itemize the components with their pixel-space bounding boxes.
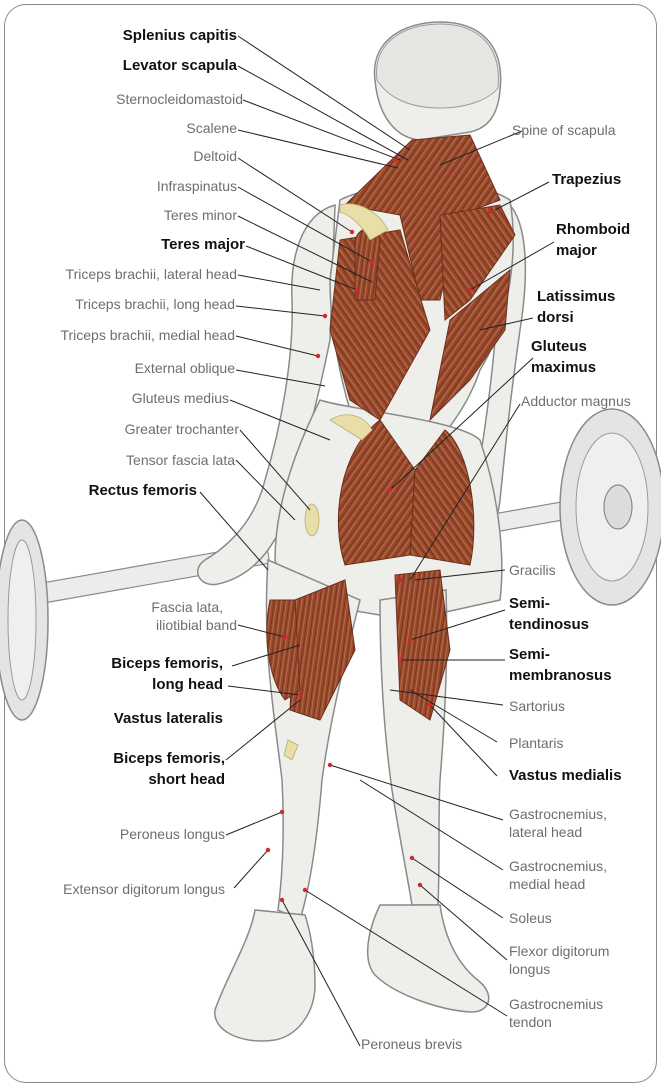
label-greater-trochanter: Greater trochanter: [125, 421, 239, 438]
label-triceps-medial: Triceps brachii, medial head: [60, 327, 235, 344]
label-semitendinosus-1: Semi-: [509, 594, 550, 613]
label-peroneus-brevis: Peroneus brevis: [361, 1036, 462, 1053]
label-biceps-long-2: long head: [152, 675, 223, 694]
label-semitendinosus-2: tendinosus: [509, 615, 589, 634]
trochanter-tendon: [305, 504, 319, 536]
label-external-oblique: External oblique: [135, 360, 235, 377]
label-gluteus-max-1: Gluteus: [531, 337, 587, 356]
label-gastroc-lateral-2: lateral head: [509, 824, 582, 841]
label-levator-scapula: Levator scapula: [123, 56, 237, 75]
label-sternocleidomastoid: Sternocleidomastoid: [116, 91, 243, 108]
label-spine-of-scapula: Spine of scapula: [512, 122, 616, 139]
label-peroneus-longus: Peroneus longus: [120, 826, 225, 843]
label-vastus-medialis: Vastus medialis: [509, 766, 622, 785]
label-teres-major: Teres major: [161, 235, 245, 254]
label-latissimus-2: dorsi: [537, 308, 574, 327]
label-gluteus-max-2: maximus: [531, 358, 596, 377]
label-flexor-digitorum-2: longus: [509, 961, 550, 978]
label-gracilis: Gracilis: [509, 562, 556, 579]
label-rhomboid-1: Rhomboid: [556, 220, 630, 239]
label-vastus-lateralis: Vastus lateralis: [114, 709, 223, 728]
label-soleus: Soleus: [509, 910, 552, 927]
label-biceps-short-1: Biceps femoris,: [113, 749, 225, 768]
left-shoe: [215, 910, 315, 1041]
label-biceps-long-1: Biceps femoris,: [111, 654, 223, 673]
label-trapezius: Trapezius: [552, 170, 621, 189]
label-semimembranosus-1: Semi-: [509, 645, 550, 664]
label-triceps-long: Triceps brachii, long head: [75, 296, 235, 313]
label-gastroc-lateral-1: Gastrocnemius,: [509, 806, 607, 823]
label-gluteus-medius: Gluteus medius: [132, 390, 229, 407]
label-semimembranosus-2: membranosus: [509, 666, 612, 685]
label-sartorius: Sartorius: [509, 698, 565, 715]
label-flexor-digitorum-1: Flexor digitorum: [509, 943, 609, 960]
right-shoe: [368, 905, 489, 1012]
hair: [376, 24, 498, 108]
label-rhomboid-2: major: [556, 241, 597, 260]
label-infraspinatus: Infraspinatus: [157, 178, 237, 195]
label-teres-minor: Teres minor: [164, 207, 237, 224]
label-fascia-lata-2: iliotibial band: [156, 617, 237, 634]
label-plantaris: Plantaris: [509, 735, 563, 752]
hamstring-left-muscle: [290, 580, 355, 720]
label-triceps-lateral: Triceps brachii, lateral head: [66, 266, 237, 283]
label-latissimus-1: Latissimus: [537, 287, 615, 306]
label-gastroc-medial-1: Gastrocnemius,: [509, 858, 607, 875]
label-adductor-magnus: Adductor magnus: [521, 393, 631, 410]
label-tensor-fascia-lata: Tensor fascia lata: [126, 452, 235, 469]
label-gastroc-tendon-1: Gastrocnemius: [509, 996, 603, 1013]
label-deltoid: Deltoid: [193, 148, 237, 165]
label-extensor-digitorum: Extensor digitorum longus: [63, 881, 225, 898]
label-gastroc-medial-2: medial head: [509, 876, 585, 893]
label-biceps-short-2: short head: [148, 770, 225, 789]
label-splenius-capitis: Splenius capitis: [123, 26, 237, 45]
label-scalene: Scalene: [186, 120, 237, 137]
label-rectus-femoris: Rectus femoris: [89, 481, 197, 500]
label-gastroc-tendon-2: tendon: [509, 1014, 552, 1031]
label-fascia-lata-1: Fascia lata,: [151, 599, 223, 616]
